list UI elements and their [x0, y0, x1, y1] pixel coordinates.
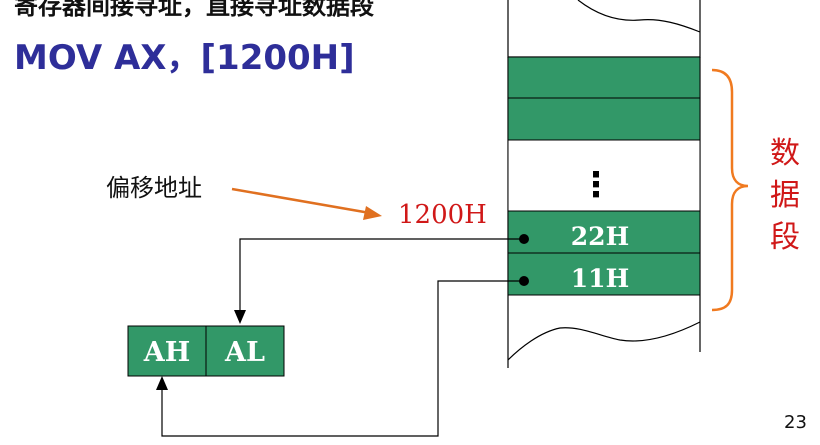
- segment-brace: [711, 68, 749, 312]
- address-label: 1200H: [398, 200, 487, 230]
- arrowhead-to-al: [234, 310, 246, 324]
- memory-cell-2: [507, 97, 701, 141]
- offset-arrow: [231, 187, 371, 215]
- arrowhead-to-ah: [156, 376, 168, 390]
- register-al-label: AL: [224, 337, 265, 368]
- memory-cell-value-22h: 22H: [571, 222, 629, 251]
- offset-arrowhead: [363, 206, 382, 220]
- offset-address-label: 偏移地址: [106, 174, 202, 202]
- connector-22h-to-al: [239, 238, 524, 312]
- memory-bottom-tear: [507, 321, 701, 361]
- memory-cell-1: [507, 56, 701, 99]
- register-ah-box: [127, 325, 207, 377]
- register-al-box: [205, 325, 285, 377]
- instruction-text: MOV AX，[1200H]: [14, 38, 355, 78]
- memory-top-edge: [507, 0, 701, 58]
- memory-cell-22h: [507, 210, 701, 254]
- connector-11h-to-ah: [161, 280, 524, 437]
- page-number: 23: [784, 412, 807, 433]
- register-ah-label: AH: [143, 337, 190, 368]
- title-partial: 寄存器间接寻址，直接寻址数据段: [14, 0, 374, 20]
- memory-cell-11h: [507, 252, 701, 296]
- segment-label-char-1: 数: [770, 136, 800, 171]
- memory-cell-gap: [507, 139, 701, 212]
- memory-cell-value-11h: 11H: [571, 264, 629, 293]
- segment-label-char-2: 据: [770, 178, 800, 213]
- memory-cell-ellipsis: ⋮: [579, 165, 613, 205]
- segment-label-char-3: 段: [770, 220, 800, 255]
